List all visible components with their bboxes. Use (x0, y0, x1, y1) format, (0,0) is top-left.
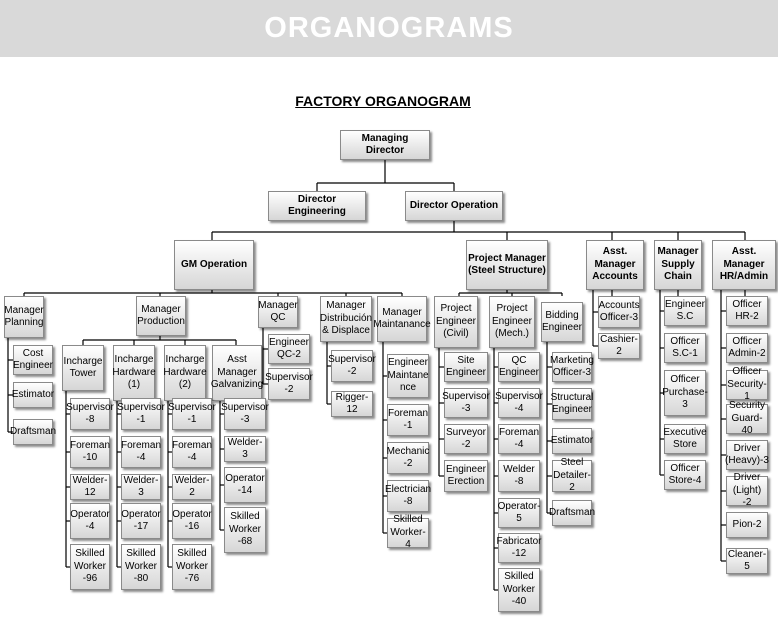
civil-item-3: Engineer Erection (444, 460, 488, 492)
hw2-item-0: Supervisor -1 (168, 398, 216, 430)
hw2-item-4: Skilled Worker -76 (172, 544, 212, 590)
qc-item-1: Supervisor -2 (265, 368, 313, 400)
hr-item-1: Officer Admin-2 (726, 333, 768, 363)
maintanance-item-4: Skilled Worker-4 (387, 514, 429, 550)
mech-item-0: QC Engineer (498, 352, 540, 382)
hr-item-3: Security Guard-40 (726, 400, 768, 436)
hr-item-4: Driver (Heavy)-3 (725, 440, 769, 470)
hr-item-6: Pion-2 (726, 512, 768, 538)
asst-manager-accounts-box: Asst. Manager Accounts (586, 240, 644, 290)
planning-item-1: Estimator (12, 382, 54, 408)
galv-item-2: Operator -14 (224, 467, 266, 503)
project-engineer-civil-box: Project Engineer (Civil) (434, 296, 478, 348)
planning-item-2: Draftsman (10, 419, 56, 445)
tower-item-4: Skilled Worker -96 (70, 544, 110, 590)
tower-item-3: Operator -4 (70, 503, 110, 539)
manager-maintanance-box: Manager Maintanance (373, 296, 431, 342)
supply-item-2: Officer Purchase- 3 (662, 370, 708, 416)
director-engineering-box: Director Engineering (268, 191, 366, 221)
supply-item-1: Officer S.C-1 (664, 333, 706, 363)
mech-item-2: Foreman -4 (498, 424, 540, 454)
tower-item-2: Welder-12 (70, 474, 110, 500)
incharge-hardware-1-box: Incharge Hardware (1) (112, 345, 156, 401)
hr-item-0: Officer HR-2 (726, 296, 768, 326)
bidding-engineer-box: Bidding Engineer (541, 302, 583, 342)
hr-item-5: Driver (Light) -2 (726, 472, 768, 508)
hw1-item-1: Foreman -4 (121, 436, 161, 468)
civil-item-2: Surveyor -2 (444, 424, 488, 454)
hw1-item-2: Welder-3 (121, 474, 161, 500)
banner-title: ORGANOGRAMS (264, 12, 514, 44)
hw2-item-2: Welder-2 (172, 474, 212, 500)
incharge-hardware-2-box: Incharge Hardware (2) (163, 345, 207, 401)
accounts-item-0: Accounts Officer-3 (598, 296, 640, 328)
bidding-item-2: Estimator (551, 428, 593, 454)
supply-item-0: Engineer S.C (664, 296, 706, 326)
project-engineer-mech-box: Project Engineer (Mech.) (489, 296, 535, 348)
civil-item-1: Supervisor -3 (442, 388, 490, 418)
manager-production-box: Manager Production (136, 296, 186, 336)
hw2-item-1: Foreman -4 (172, 436, 212, 468)
mech-item-4: Operator- 5 (498, 498, 540, 528)
civil-item-0: Site Engineer (444, 352, 488, 382)
tower-item-1: Foreman -10 (70, 436, 110, 468)
banner: ORGANOGRAMS (0, 0, 778, 57)
asst-manager-galvanizing-box: Asst Manager Galvanizing (211, 345, 263, 401)
maintanance-item-0: Engineer Maintane nce (387, 354, 429, 398)
bidding-item-4: Draftsman (549, 500, 595, 526)
organogram-title: FACTORY ORGANOGRAM (295, 93, 471, 109)
planning-item-0: Cost Engineer (13, 345, 53, 375)
hw2-item-3: Operator -16 (172, 503, 212, 539)
tower-item-0: Supervisor -8 (66, 398, 114, 430)
qc-item-0: Engineer QC-2 (268, 334, 310, 364)
supply-item-3: Executive Store (663, 424, 707, 454)
bidding-item-0: Marketing Officer-3 (550, 352, 594, 382)
asst-manager-hr-box: Asst. Manager HR/Admin (712, 240, 776, 290)
galv-item-0: Supervisor -3 (221, 398, 269, 430)
manager-supply-chain-box: Manager Supply Chain (654, 240, 702, 290)
mech-item-5: Fabricator -12 (497, 533, 542, 563)
incharge-tower-box: Incharge Tower (62, 345, 104, 391)
gm-operation-box: GM Operation (174, 240, 254, 290)
manager-planning-box: Manager Planning (4, 296, 44, 338)
director-operation-box: Director Operation (405, 191, 503, 221)
project-manager-box: Project Manager (Steel Structure) (466, 240, 548, 290)
mech-item-1: Supervisor -4 (495, 388, 543, 418)
bidding-item-1: Structural Engineer (551, 388, 593, 420)
maintanance-item-3: Electrician -8 (385, 480, 431, 512)
manager-qc-box: Manager QC (258, 296, 298, 328)
accounts-item-1: Cashier-2 (598, 333, 640, 359)
mech-item-6: Skilled Worker -40 (498, 568, 540, 612)
manager-distribution-box: Manager Distribución & Displace (320, 296, 372, 342)
galv-item-1: Welder-3 (224, 436, 266, 462)
distribution-item-1: Rigger-12 (331, 391, 373, 417)
supply-item-4: Officer Store-4 (664, 460, 706, 490)
mech-item-3: Welder -8 (498, 460, 540, 492)
hr-item-7: Cleaner-5 (726, 548, 768, 574)
hw1-item-3: Operator -17 (121, 503, 161, 539)
hr-item-2: Officer Security-1 (726, 366, 768, 403)
maintanance-item-1: Foreman -1 (387, 404, 429, 436)
distribution-item-0: Supervisor -2 (328, 350, 376, 382)
hw1-item-4: Skilled Worker -80 (121, 544, 161, 590)
galv-item-3: Skilled Worker -68 (224, 507, 266, 553)
hw1-item-0: Supervisor -1 (117, 398, 165, 430)
maintanance-item-2: Mechanic -2 (387, 442, 429, 474)
managing-director-box: Managing Director (340, 130, 430, 160)
bidding-item-3: Steel Detailer-2 (552, 457, 592, 494)
